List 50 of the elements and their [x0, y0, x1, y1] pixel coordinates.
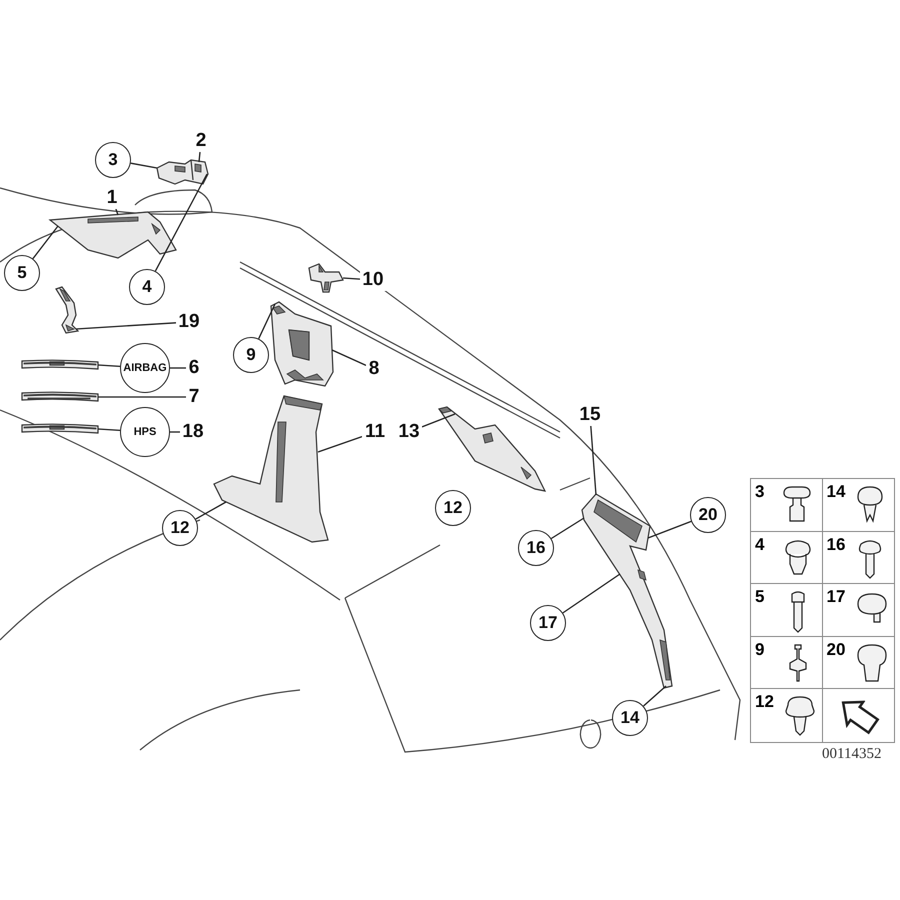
callout-number: 16: [518, 530, 554, 566]
leader-line: [422, 413, 456, 428]
leader-line: [258, 304, 276, 339]
leader-line: [130, 162, 158, 169]
leader-line: [643, 686, 666, 706]
callout-number: 3: [755, 482, 764, 502]
figure-number: 00114352: [822, 746, 882, 763]
callout-number: 9: [755, 640, 764, 660]
leader-line: [342, 277, 360, 280]
callout-number: 5: [755, 587, 764, 608]
callout-number: 4: [129, 269, 165, 305]
leader-line: [318, 436, 362, 453]
leader-line: [195, 501, 226, 520]
callout-number: 20: [826, 640, 846, 660]
leader-line: [198, 152, 201, 162]
callout-number: 14: [612, 700, 648, 736]
callout-number: 5: [4, 255, 40, 291]
leader-line: [562, 573, 620, 614]
callout-number: 12: [162, 510, 198, 546]
callout-number: 10: [360, 269, 386, 291]
clip-drawing: [155, 158, 210, 186]
leader-line: [98, 428, 120, 432]
trim-strip-drawing: [20, 358, 100, 372]
leader-line: [170, 431, 180, 433]
leader-line: [170, 367, 186, 369]
variant-label: AIRBAG: [120, 343, 170, 393]
callout-number: 3: [95, 142, 131, 178]
callout-number: 17: [530, 605, 566, 641]
leader-line: [76, 322, 176, 330]
leader-line: [550, 517, 584, 540]
leader-line: [98, 364, 120, 368]
callout-number: 16: [826, 534, 846, 555]
callout-number: 20: [690, 497, 726, 533]
leader-line: [115, 208, 119, 216]
trim-panel-drawing: [48, 210, 178, 260]
variant-label: HPS: [120, 407, 170, 457]
leader-line: [648, 520, 692, 539]
leader-line: [32, 226, 59, 260]
callout-number: 12: [755, 692, 774, 712]
callout-number: 14: [826, 482, 846, 502]
callout-number: 12: [435, 490, 471, 526]
leader-line: [590, 426, 597, 496]
callout-number: 4: [755, 534, 764, 555]
leader-line: [332, 349, 366, 366]
trim-strip-drawing: [20, 390, 100, 404]
callout-number: 17: [826, 587, 846, 608]
leader-line: [154, 174, 208, 272]
trim-strip-drawing: [20, 422, 100, 436]
leader-line: [98, 396, 186, 398]
callout-number: 9: [233, 337, 269, 373]
